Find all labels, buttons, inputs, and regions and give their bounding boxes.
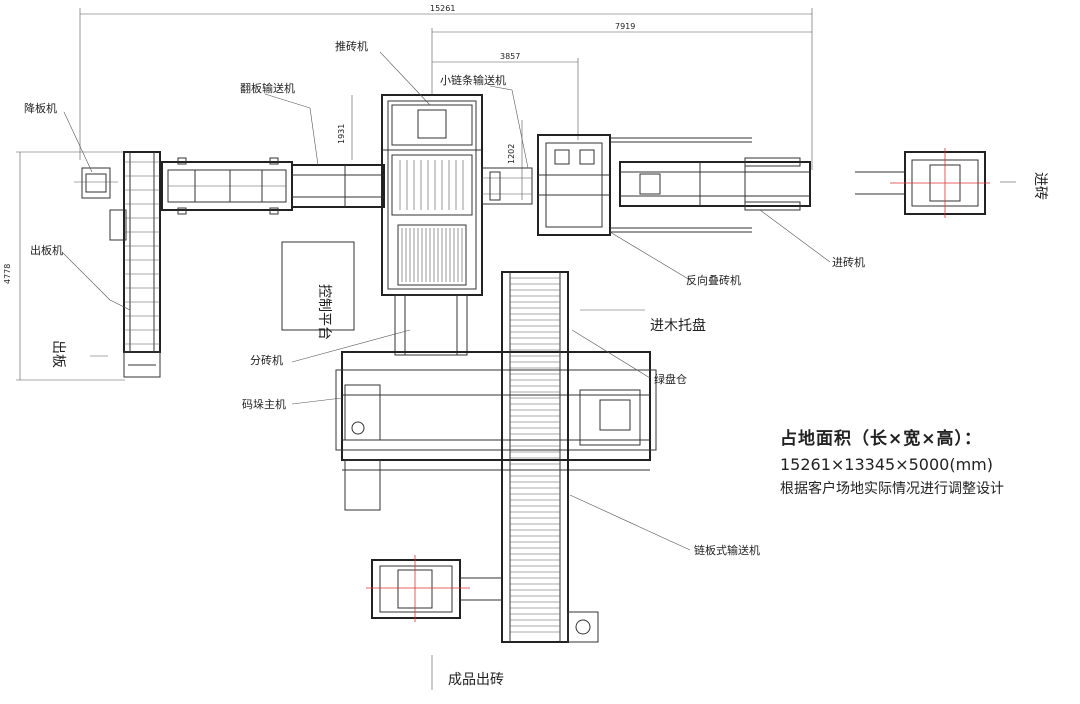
small-chain-conveyor [481,167,533,205]
label-finished-out: 成品出砖 [448,672,504,688]
dim-overall-length: 15261 [430,4,455,13]
label-board-out: 出板 [50,340,66,368]
dim-push-depth: 1931 [337,124,346,144]
label-pallet-bin: 绿盘仓 [654,372,687,386]
dimension-lines: 15261 7919 3857 4778 1931 1202 [3,4,813,381]
forklift-right [855,148,990,218]
label-stacker: 推砖机 [335,39,368,53]
dim-height-left: 4778 [3,264,12,284]
feed-conveyor-left [291,164,385,208]
flip-board-conveyor [161,157,293,215]
label-brick-divider: 分砖机 [250,353,283,367]
control-platform-box: 控制平台 [281,241,355,340]
label-wood-pallet-in: 进木托盘 [650,317,706,334]
footprint-note: 根据客户场地实际情况进行调整设计 [780,481,1004,497]
label-flip-conveyor: 翻板输送机 [240,81,295,95]
label-brick-feeder: 进砖机 [832,255,865,269]
label-control-platform: 控制平台 [316,284,332,340]
footprint-title: 占地面积（长×宽×高）： [780,429,982,449]
leader-lines [61,51,1016,690]
label-chain-plate-conveyor: 链板式输送机 [694,543,760,557]
board-lowering-machine [74,167,118,199]
stacking-main-frame [335,351,657,511]
label-board-lowering: 降板机 [24,101,57,115]
label-stacking-main: 码垛主机 [242,397,286,411]
dim-conveyor-depth: 1202 [507,144,516,164]
forklift-bottom [366,555,502,622]
label-small-chain-conveyor: 小链条输送机 [440,73,506,87]
dim-mid-length: 3857 [500,52,520,61]
reverse-stacker [537,134,752,236]
footprint-measure: 15261×13345×5000(mm) [780,455,993,474]
footprint-info: 占地面积（长×宽×高）： 15261×13345×5000(mm) 根据客户场地… [780,424,1004,498]
board-out-conveyor [109,151,161,378]
label-brick-in: 进砖 [1032,172,1048,200]
chain-plate-conveyor [501,271,599,643]
label-board-out-machine: 出板机 [30,243,63,257]
dim-right-length: 7919 [615,22,635,31]
labels: 推砖机 翻板输送机 小链条输送机 降板机 出板机 出板 反向叠砖机 进砖机 进砖… [24,39,1048,688]
brick-feeder [619,157,811,211]
label-reverse-stacker: 反向叠砖机 [686,273,741,287]
push-machine [381,94,483,296]
divider-channel [394,294,468,356]
